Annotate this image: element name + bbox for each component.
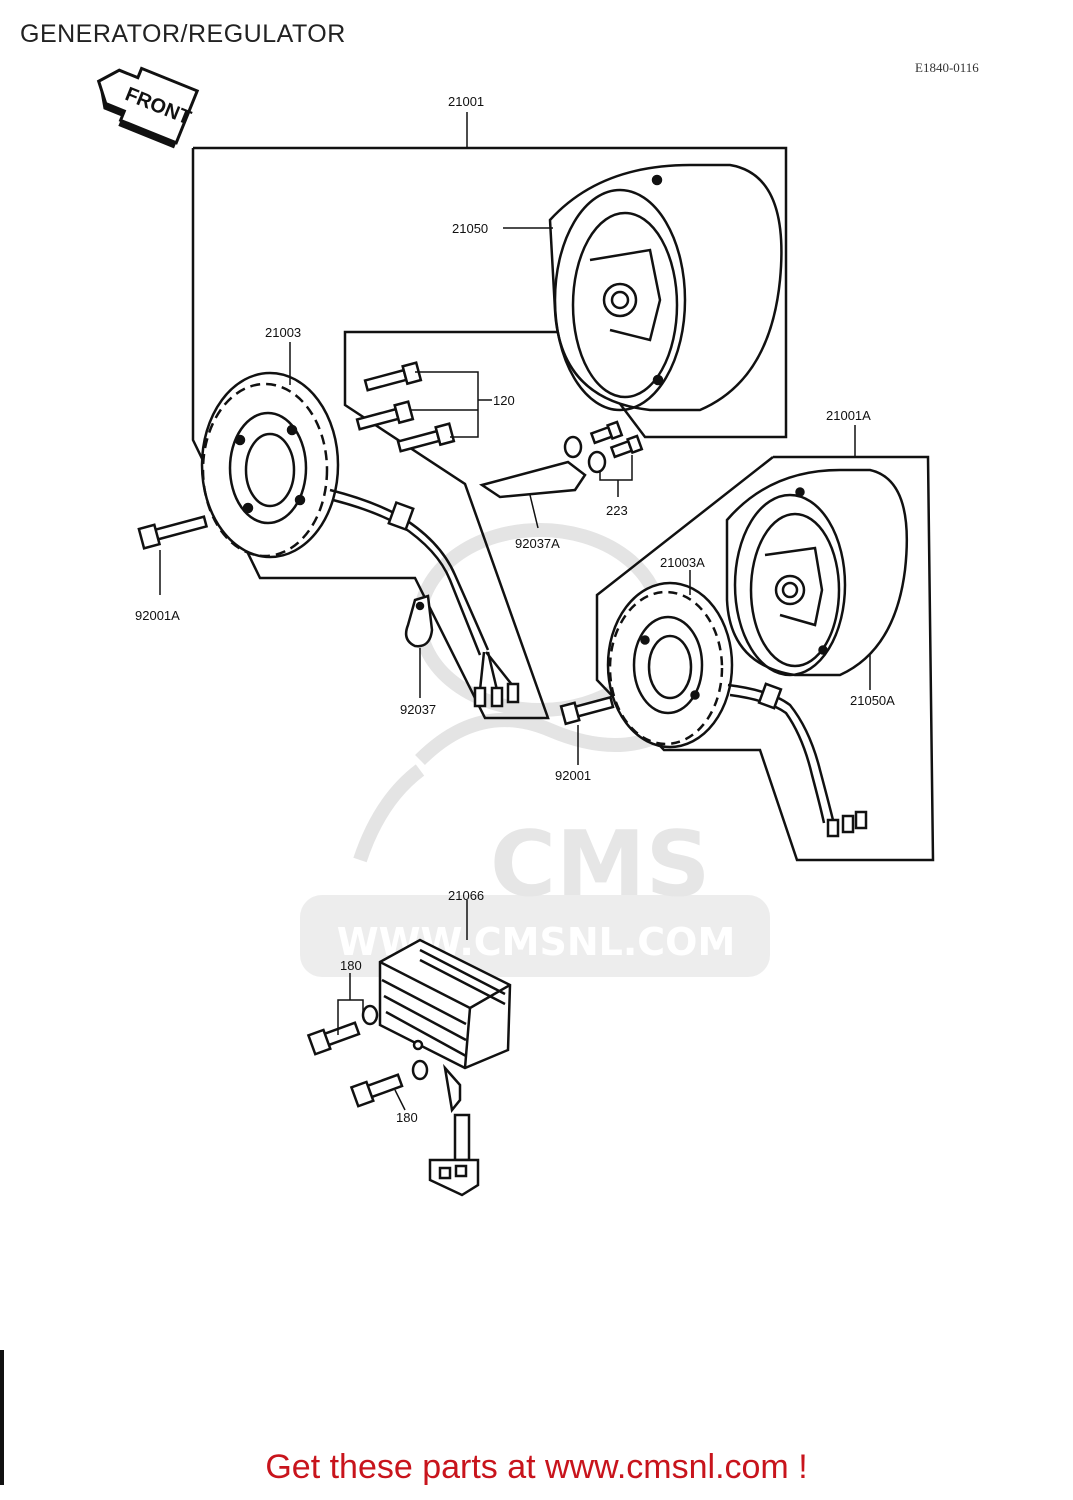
scan-edge-mark — [0, 1350, 4, 1485]
label-21001: 21001 — [448, 94, 484, 109]
label-92037: 92037 — [400, 702, 436, 717]
rotor-21050 — [548, 163, 783, 412]
label-92037a: 92037A — [515, 536, 560, 551]
label-120: 120 — [493, 393, 515, 408]
front-arrow: FRONT — [96, 66, 200, 149]
page-title: GENERATOR/REGULATOR — [20, 20, 346, 48]
screws-180 — [306, 1004, 429, 1108]
regulator-21066 — [378, 938, 512, 1070]
rotor-21050a — [725, 468, 909, 677]
label-21050: 21050 — [452, 221, 488, 236]
label-21001a: 21001A — [826, 408, 871, 423]
watermark-brand: CMS — [490, 812, 710, 917]
bracket-92037a — [479, 460, 587, 499]
screws-223 — [563, 420, 644, 474]
regulator-wire-connector — [428, 1063, 480, 1197]
leader-223 — [599, 455, 633, 497]
stator-21003 — [200, 371, 340, 559]
diagram-code: E1840-0116 — [915, 60, 979, 75]
bolt-92001a — [137, 515, 209, 550]
label-92001: 92001 — [555, 768, 591, 783]
bolt-92001 — [559, 695, 615, 726]
assembly-outline-21001a — [595, 455, 935, 862]
label-21003: 21003 — [265, 325, 301, 340]
leader-92037a — [529, 494, 539, 529]
label-21066: 21066 — [448, 888, 484, 903]
label-92001a: 92001A — [135, 608, 180, 623]
stator-wire-harness — [329, 488, 520, 708]
clamp-92037 — [404, 594, 434, 648]
stator-a-wire-harness — [727, 682, 868, 838]
stator-21003a — [606, 581, 734, 749]
leader-180 — [337, 973, 406, 1111]
footer-link-text[interactable]: Get these parts at www.cmsnl.com ! — [265, 1448, 808, 1486]
label-180-upper: 180 — [340, 958, 362, 973]
label-180-lower: 180 — [396, 1110, 418, 1125]
leader-120 — [410, 371, 492, 438]
screws-120 — [355, 361, 456, 453]
label-223: 223 — [606, 503, 628, 518]
label-21003a: 21003A — [660, 555, 705, 570]
label-21050a: 21050A — [850, 693, 895, 708]
